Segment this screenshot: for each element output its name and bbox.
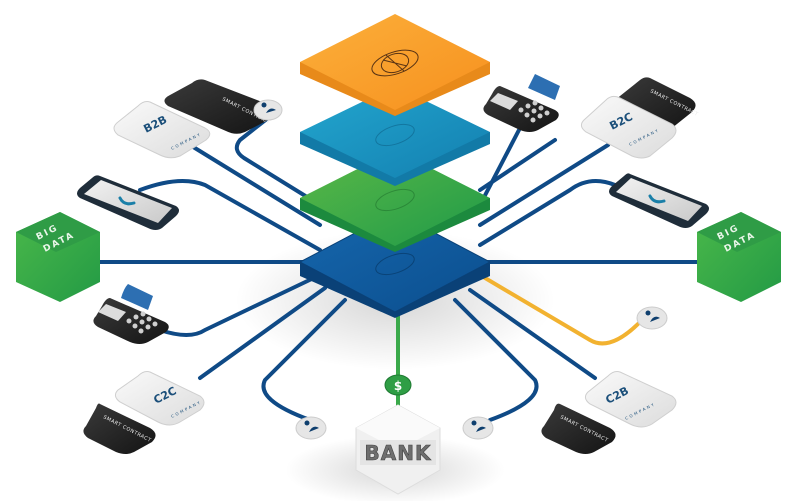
layer-green	[300, 150, 490, 246]
user-icon	[304, 420, 310, 426]
globe-logo-icon-teal	[375, 123, 415, 147]
b2c-smart-contract	[616, 77, 696, 130]
b2c-node[interactable]: SMART CONTRACT B2C COMPANY	[580, 77, 699, 159]
smartphone-right[interactable]	[609, 173, 709, 228]
b2b-company-card	[113, 101, 211, 159]
user-icon	[645, 310, 651, 316]
line-b2c	[478, 143, 610, 227]
bank-label: BANK	[365, 441, 432, 465]
user-node-bottom-left[interactable]	[295, 416, 327, 440]
base-layer-blue	[299, 211, 491, 313]
cube-top	[16, 212, 100, 252]
line-pos-right	[478, 126, 522, 207]
line-yellow	[478, 273, 642, 346]
line-user-topleft	[234, 116, 322, 207]
layer-teal	[300, 86, 490, 178]
big-data-left[interactable]: BIG DATA	[16, 212, 100, 302]
c2b-node[interactable]: C2B COMPANY SMART CONTRACT	[541, 371, 677, 455]
dollar-icon: $	[394, 379, 402, 393]
phone-screen	[616, 178, 702, 221]
connection-lines	[98, 116, 702, 422]
user-icon	[471, 420, 477, 426]
line-c2c	[198, 286, 327, 380]
line-user-bottomleft	[261, 298, 347, 422]
phone-call-icon	[118, 196, 136, 206]
user-node-top-left[interactable]	[253, 99, 283, 121]
cube-top	[697, 212, 781, 252]
card-icon	[121, 284, 153, 310]
line-phone-right	[478, 179, 617, 247]
card-icon	[528, 74, 560, 100]
pos-terminal-left[interactable]	[93, 284, 169, 344]
b2b-node[interactable]: SMART CONTRACT B2B COMPANY	[113, 79, 276, 159]
bank-front	[360, 440, 436, 465]
phone-screen	[84, 180, 172, 223]
user-icon	[261, 102, 267, 108]
line-phone-left	[138, 179, 322, 252]
c2b-company-card	[584, 371, 677, 428]
bank-roof	[356, 405, 440, 450]
line-b2c-upper	[478, 138, 557, 192]
c2c-node[interactable]: C2C COMPANY SMART CONTRACT	[83, 371, 205, 455]
pos-terminal-right[interactable]	[483, 74, 560, 132]
dollar-node[interactable]: $	[384, 374, 412, 396]
b2b-smart-contract	[164, 79, 276, 134]
c2c-smart-contract	[83, 403, 156, 454]
line-c2b	[468, 288, 597, 380]
globe-logo-icon-blue	[375, 252, 415, 276]
big-data-right[interactable]: BIG DATA	[697, 212, 781, 302]
top-layer-orange	[300, 14, 490, 110]
user-node-bottom-right[interactable]	[462, 416, 494, 440]
c2c-company-card	[114, 371, 205, 426]
globe-logo-icon	[371, 49, 419, 77]
b2c-company-card	[580, 95, 677, 159]
center-stack	[299, 14, 491, 318]
line-b2b	[188, 143, 322, 227]
phone-call-icon	[648, 194, 666, 204]
bank-node[interactable]: BANK	[355, 404, 441, 495]
c2b-smart-contract	[541, 403, 616, 454]
user-node-right[interactable]	[636, 306, 668, 330]
smartphone-left[interactable]	[77, 175, 179, 230]
globe-logo-icon-green	[375, 188, 415, 212]
line-user-bottomright	[453, 298, 539, 422]
